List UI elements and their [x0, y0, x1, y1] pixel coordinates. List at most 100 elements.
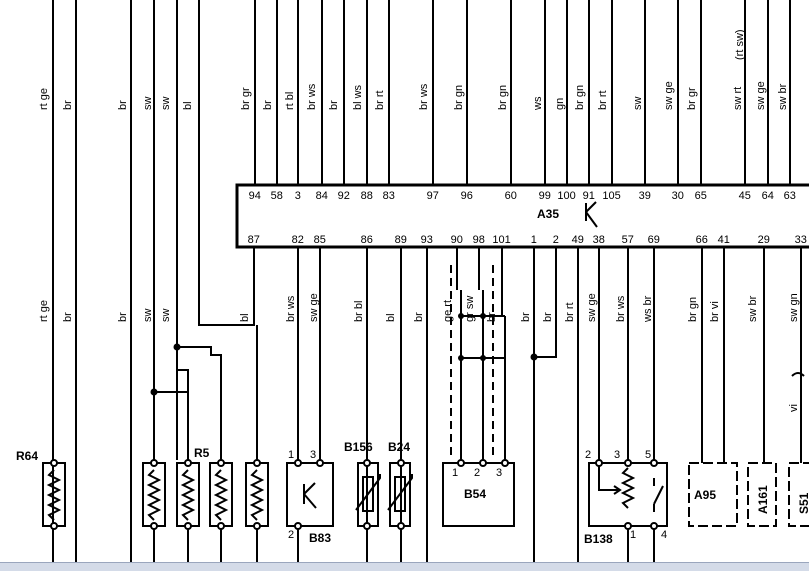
module-top-pin: 64 [762, 190, 774, 202]
top-wire-label: sw br [777, 83, 789, 110]
label-a161: A161 [756, 485, 770, 514]
module-bottom-pin: 33 [795, 234, 807, 246]
lower-wire-label: br [62, 312, 74, 322]
resistor-r64[interactable] [42, 459, 66, 530]
lower-wire-label: br gn [687, 297, 699, 322]
module-bottom-pin: 2 [553, 234, 559, 246]
module-bottom-pin: 98 [473, 234, 485, 246]
wire-paths [52, 0, 809, 562]
module-top-pin: 99 [539, 190, 551, 202]
pin-b83-3: 3 [310, 449, 316, 461]
sensor-b24[interactable] [387, 459, 413, 530]
top-wire-label: br gn [453, 85, 465, 110]
top-wire-label: br gn [574, 85, 586, 110]
lower-wire-label: sw ge [308, 293, 320, 322]
switch-s51[interactable] [788, 462, 809, 527]
top-wire-label: rt bl [284, 92, 296, 110]
module-bottom-pin: 82 [292, 234, 304, 246]
top-wire-label: rt ge [38, 88, 50, 110]
shield-lines [450, 265, 494, 460]
top-wire-label: sw [160, 97, 172, 111]
top-wire-label: br rt [597, 90, 609, 110]
top-wire-label: bl [182, 101, 194, 110]
module-top-pin: 30 [672, 190, 684, 202]
module-top-pin: 97 [427, 190, 439, 202]
module-top-pin: 39 [639, 190, 651, 202]
module-bottom-pin: 1 [531, 234, 537, 246]
lower-wire-label: br [486, 312, 498, 322]
module-bottom-pin: 101 [492, 234, 510, 246]
module-top-pin: 91 [583, 190, 595, 202]
sensor-b83[interactable] [286, 459, 334, 530]
module-top-pin: 92 [338, 190, 350, 202]
lower-wire-label: br bl [353, 301, 365, 322]
lower-wire-label: br [413, 312, 425, 322]
module-a95[interactable] [688, 462, 738, 527]
lower-wire-label: br vi [709, 301, 721, 322]
module-bottom-pin: 29 [758, 234, 770, 246]
top-wire-label: sw ge [755, 81, 767, 110]
sensor-b138[interactable] [588, 459, 668, 530]
top-wire-label: sw [632, 97, 644, 111]
lower-wire-label: br [542, 312, 554, 322]
top-wire-label: (rt sw) [734, 29, 746, 60]
module-top-pin: 65 [695, 190, 707, 202]
module-bottom-pin: 66 [696, 234, 708, 246]
module-bottom-pin: 87 [248, 234, 260, 246]
lower-wire-label: gr sw [464, 296, 476, 322]
label-r64: R64 [16, 449, 38, 463]
module-top-pin: 96 [461, 190, 473, 202]
module-bottom-pin: 69 [648, 234, 660, 246]
top-wire-label: br ws [418, 83, 430, 110]
lower-wire-label: sw gn [788, 293, 800, 322]
module-top-pin: 105 [602, 190, 620, 202]
module-top-pin: 63 [784, 190, 796, 202]
label-b54: B54 [464, 487, 486, 501]
module-bottom-pin: 57 [622, 234, 634, 246]
top-wire-label: br rt [374, 90, 386, 110]
pin-b83-1: 1 [288, 449, 294, 461]
label-a95: A95 [694, 488, 716, 502]
lower-wire-label: br [520, 312, 532, 322]
lower-wire-label: sw [160, 309, 172, 323]
lower-wire-label: rt ge [38, 300, 50, 322]
sensor-b54[interactable] [442, 459, 515, 527]
module-top-pin: 58 [271, 190, 283, 202]
module-a161[interactable] [747, 462, 777, 527]
top-wire-label: br [62, 100, 74, 110]
top-wire-label: br ws [306, 83, 318, 110]
junction-dots [150, 313, 538, 396]
wire-bend-mark [791, 372, 805, 377]
top-wire-label: sw rt [732, 87, 744, 110]
resistor-array-r5[interactable] [142, 459, 269, 530]
pin-b138-3: 3 [614, 449, 620, 461]
module-top-pin: 94 [249, 190, 261, 202]
top-wire-label: bl ws [352, 84, 364, 110]
module-top-pin: 60 [505, 190, 517, 202]
top-wire-label: ws [532, 96, 544, 111]
pin-b138-4: 4 [661, 529, 667, 541]
top-wire-label: sw ge [663, 81, 675, 110]
pin-b54-2: 2 [474, 467, 480, 479]
module-bottom-pin: 90 [451, 234, 463, 246]
module-bottom-pin: 86 [361, 234, 373, 246]
module-top-pin: 100 [557, 190, 575, 202]
module-top-pin: 3 [295, 190, 301, 202]
module-top-pin: 84 [316, 190, 328, 202]
lower-wire-label: bl [385, 313, 397, 322]
pin-b54-3: 3 [496, 467, 502, 479]
module-bottom-pin: 85 [314, 234, 326, 246]
label-b156: B156 [344, 440, 373, 454]
lower-wire-label: br rt [564, 302, 576, 322]
label-b83: B83 [309, 531, 331, 545]
lower-wire-label: br [117, 312, 129, 322]
sensor-b156[interactable] [355, 459, 381, 530]
lower-wire-label: sw br [747, 295, 759, 322]
module-a35-label: A35 [537, 207, 559, 221]
module-bottom-pin: 38 [593, 234, 605, 246]
top-wire-label: br [328, 100, 340, 110]
